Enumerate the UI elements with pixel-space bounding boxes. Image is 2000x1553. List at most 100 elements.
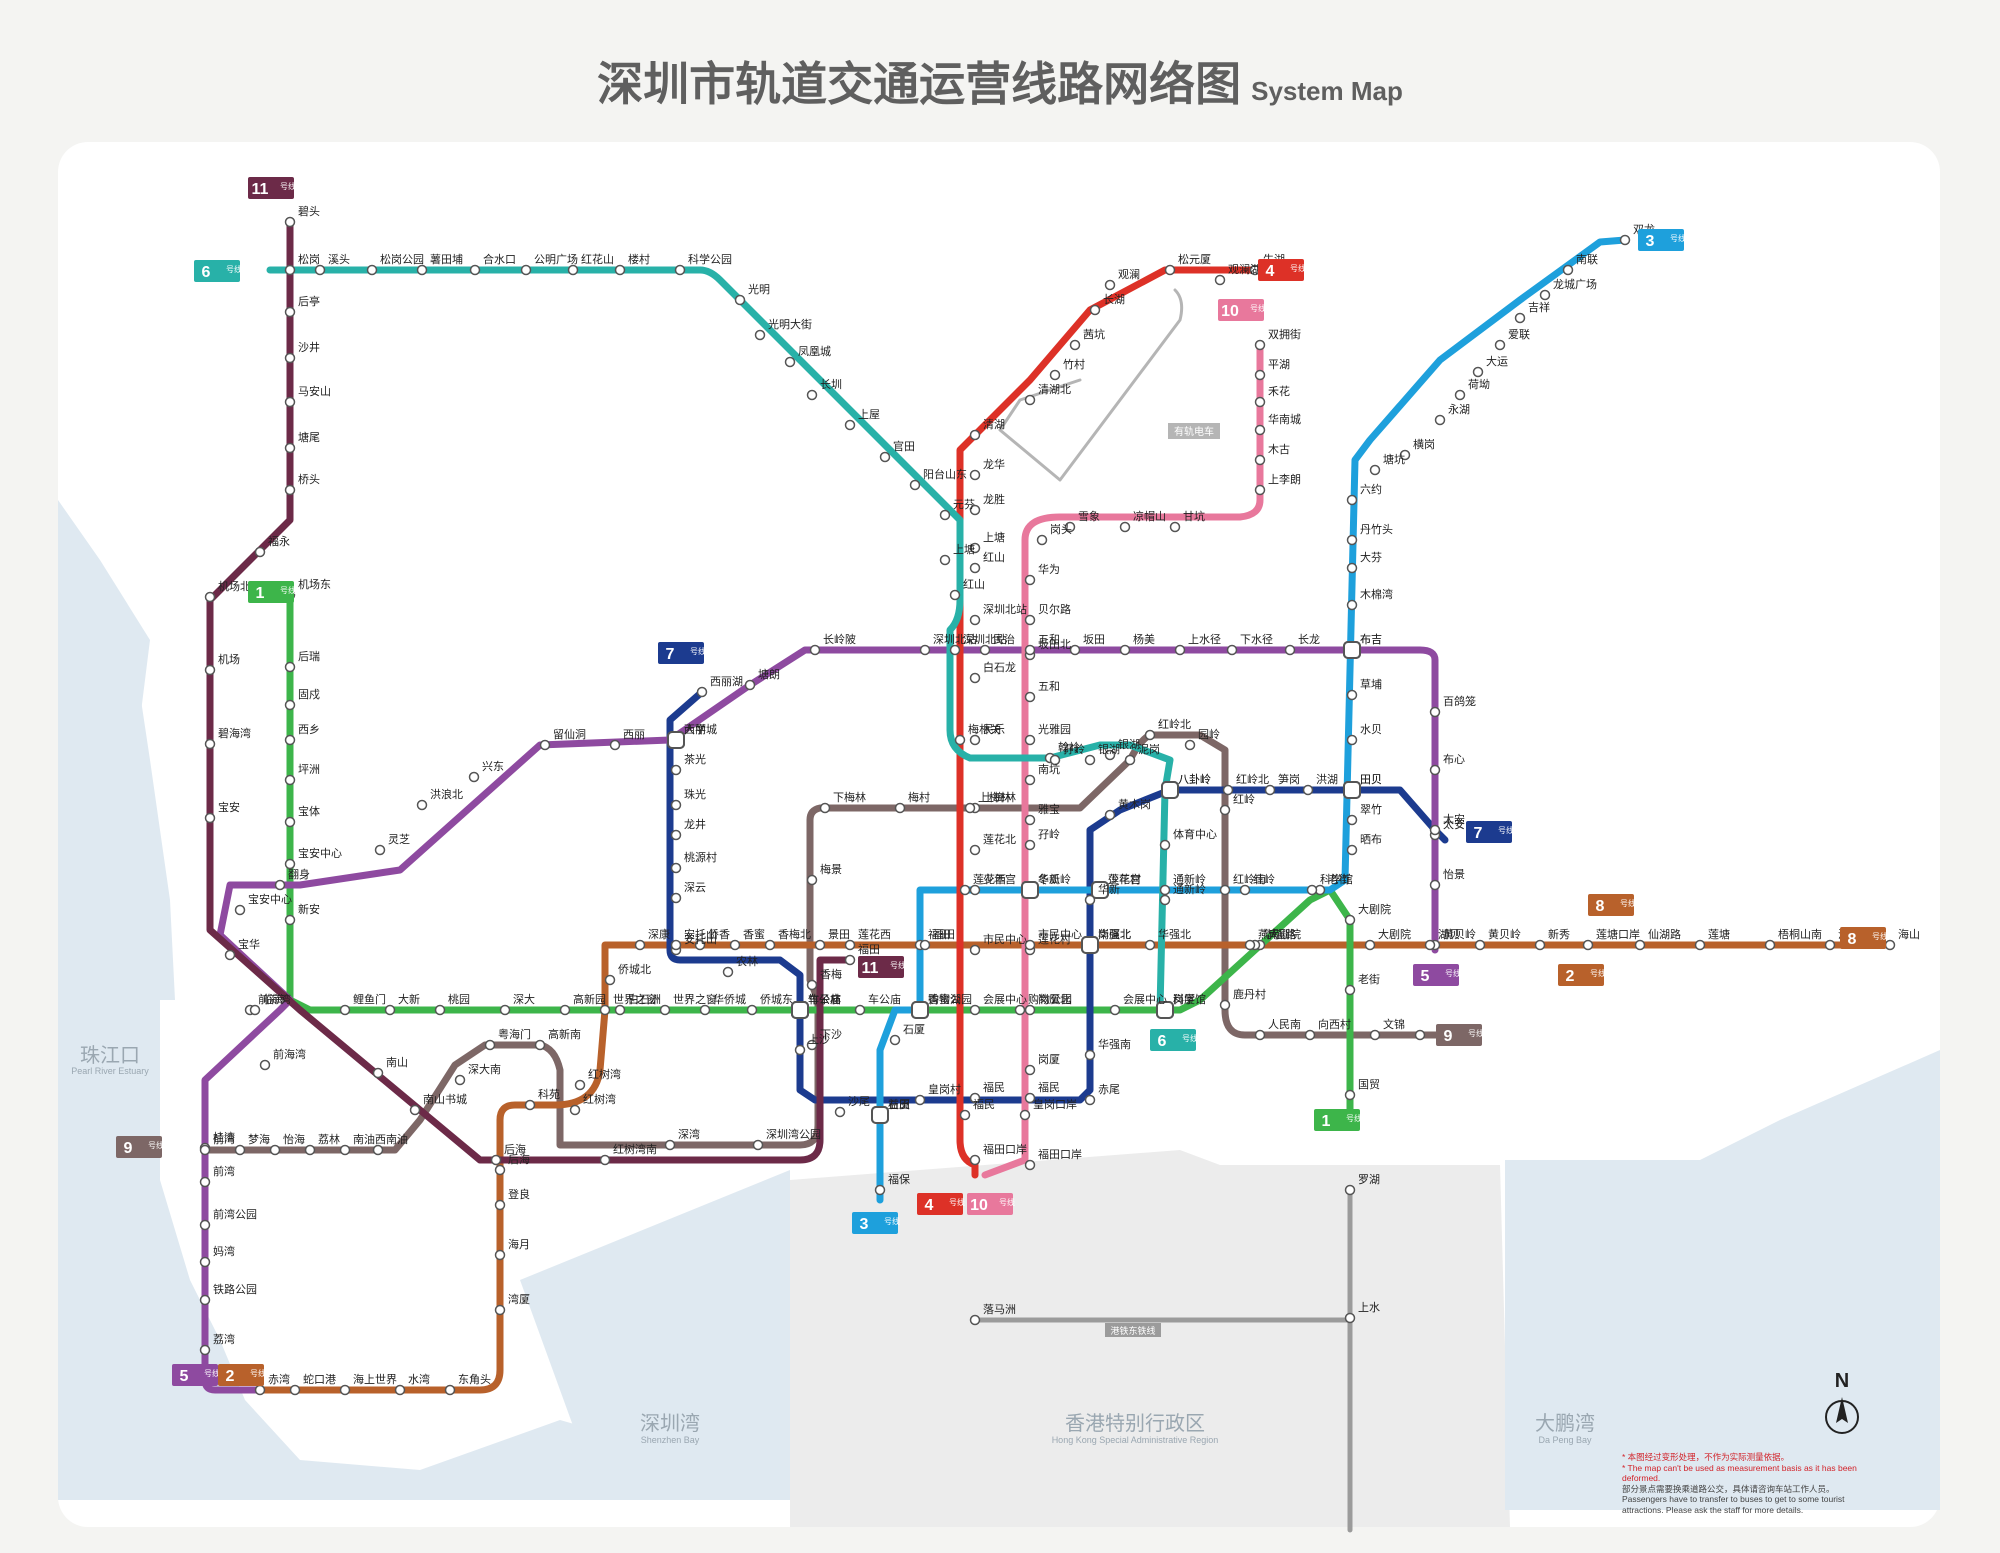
station-l2-8[interactable]: [494, 1164, 506, 1176]
station-l2-9[interactable]: [524, 1099, 536, 1111]
station-l2-26[interactable]: [1424, 939, 1436, 951]
station-l3-0[interactable]: [1619, 234, 1631, 246]
station-l4-8[interactable]: [969, 429, 981, 441]
station-l6-10[interactable]: [784, 356, 796, 368]
station-l1-8[interactable]: [339, 1004, 351, 1016]
station-l5-17[interactable]: [609, 739, 621, 751]
station-l9-20[interactable]: [1084, 754, 1096, 766]
station-l7-21[interactable]: [1161, 781, 1179, 799]
station-l10-1[interactable]: [1254, 369, 1266, 381]
station-l5-14[interactable]: [809, 644, 821, 656]
station-l4-11[interactable]: [969, 542, 981, 554]
station-l5-19[interactable]: [468, 771, 480, 783]
station-l7-14[interactable]: [959, 1109, 971, 1121]
station-l1-2[interactable]: [284, 699, 296, 711]
station-l1-1[interactable]: [284, 661, 296, 673]
station-l7-13[interactable]: [914, 1094, 926, 1106]
station-l7-2[interactable]: [670, 764, 682, 776]
station-l11-13[interactable]: [372, 1067, 384, 1079]
station-l7-0[interactable]: [696, 686, 708, 698]
station-l1-9[interactable]: [384, 1004, 396, 1016]
station-l7-11[interactable]: [834, 1106, 846, 1118]
station-l6-21[interactable]: [1104, 749, 1116, 761]
station-l5-9[interactable]: [1119, 644, 1131, 656]
station-l1-12[interactable]: [559, 1004, 571, 1016]
station-l7-10[interactable]: [794, 1044, 806, 1056]
station-l1-4[interactable]: [284, 774, 296, 786]
station-l6-11[interactable]: [806, 389, 818, 401]
station-l6-5[interactable]: [567, 264, 579, 276]
station-l1-16[interactable]: [746, 1004, 758, 1016]
station-l9-8[interactable]: [484, 1039, 496, 1051]
station-l10-16[interactable]: [1024, 814, 1036, 826]
station-l5-4[interactable]: [1429, 706, 1441, 718]
station-l6-8[interactable]: [734, 294, 746, 306]
station-l5-6[interactable]: [1284, 644, 1296, 656]
station-l3-12[interactable]: [1346, 562, 1358, 574]
station-l3-11[interactable]: [1346, 534, 1358, 546]
station-l5-23[interactable]: [234, 904, 246, 916]
station-l7-3[interactable]: [670, 799, 682, 811]
station-l1-20[interactable]: [1014, 1004, 1026, 1016]
station-l9-0[interactable]: [199, 1144, 211, 1156]
station-l6-9[interactable]: [754, 329, 766, 341]
station-l9-22[interactable]: [1144, 729, 1156, 741]
station-l6-2[interactable]: [416, 264, 428, 276]
station-l10-11[interactable]: [1024, 614, 1036, 626]
station-l10-2[interactable]: [1254, 396, 1266, 408]
station-l10-0[interactable]: [1254, 339, 1266, 351]
station-l10-10[interactable]: [1024, 574, 1036, 586]
station-l3-30[interactable]: [889, 1034, 901, 1046]
station-l5-18[interactable]: [539, 739, 551, 751]
station-l5-10[interactable]: [1069, 644, 1081, 656]
station-l5-7[interactable]: [1226, 644, 1238, 656]
station-l2-30[interactable]: [1634, 939, 1646, 951]
station-l10-3[interactable]: [1254, 424, 1266, 436]
station-l5-11[interactable]: [1024, 644, 1036, 656]
station-l3-4[interactable]: [1494, 339, 1506, 351]
station-l4-21[interactable]: [969, 1092, 981, 1104]
station-l7-25[interactable]: [1343, 781, 1361, 799]
station-l3-15[interactable]: [1346, 689, 1358, 701]
station-l4-9[interactable]: [969, 469, 981, 481]
station-l11-0[interactable]: [284, 216, 296, 228]
station-l10-5[interactable]: [1254, 484, 1266, 496]
station-l4-18[interactable]: [969, 884, 981, 896]
station-l4-4[interactable]: [1089, 304, 1101, 316]
station-l6-0[interactable]: [314, 264, 326, 276]
station-l2-15[interactable]: [694, 939, 706, 951]
station-l3-2[interactable]: [1539, 289, 1551, 301]
station-l10-21[interactable]: [1024, 1064, 1036, 1076]
station-l3-6[interactable]: [1454, 389, 1466, 401]
station-l7-26[interactable]: [1429, 824, 1441, 836]
station-l9-18[interactable]: [964, 802, 976, 814]
station-l5-8[interactable]: [1174, 644, 1186, 656]
station-l9-2[interactable]: [269, 1144, 281, 1156]
station-l1-24[interactable]: [1306, 884, 1318, 896]
station-l5-20[interactable]: [416, 799, 428, 811]
station-l3-7[interactable]: [1434, 414, 1446, 426]
station-l1-13[interactable]: [614, 1004, 626, 1016]
station-l4-22[interactable]: [969, 1154, 981, 1166]
station-l10-14[interactable]: [1024, 734, 1036, 746]
station-l10-15[interactable]: [1024, 774, 1036, 786]
station-l11-5[interactable]: [284, 442, 296, 454]
station-l2-5[interactable]: [494, 1304, 506, 1316]
station-l6-3[interactable]: [469, 264, 481, 276]
station-l3-19[interactable]: [1346, 844, 1358, 856]
station-l7-24[interactable]: [1302, 784, 1314, 796]
station-l3-25[interactable]: [1021, 881, 1039, 899]
station-l5-1[interactable]: [1429, 879, 1441, 891]
station-l7-17[interactable]: [1084, 1049, 1096, 1061]
station-l9-1[interactable]: [234, 1144, 246, 1156]
station-l10-13[interactable]: [1024, 691, 1036, 703]
station-l4-14[interactable]: [969, 672, 981, 684]
station-l9-27[interactable]: [1254, 1029, 1266, 1041]
station-l11-8[interactable]: [204, 591, 216, 603]
station-l1-25[interactable]: [1344, 914, 1356, 926]
station-l2-6[interactable]: [494, 1249, 506, 1261]
station-l6-15[interactable]: [939, 509, 951, 521]
station-l11-6[interactable]: [284, 484, 296, 496]
station-l2-14[interactable]: [670, 939, 682, 951]
station-l2-28[interactable]: [1534, 939, 1546, 951]
